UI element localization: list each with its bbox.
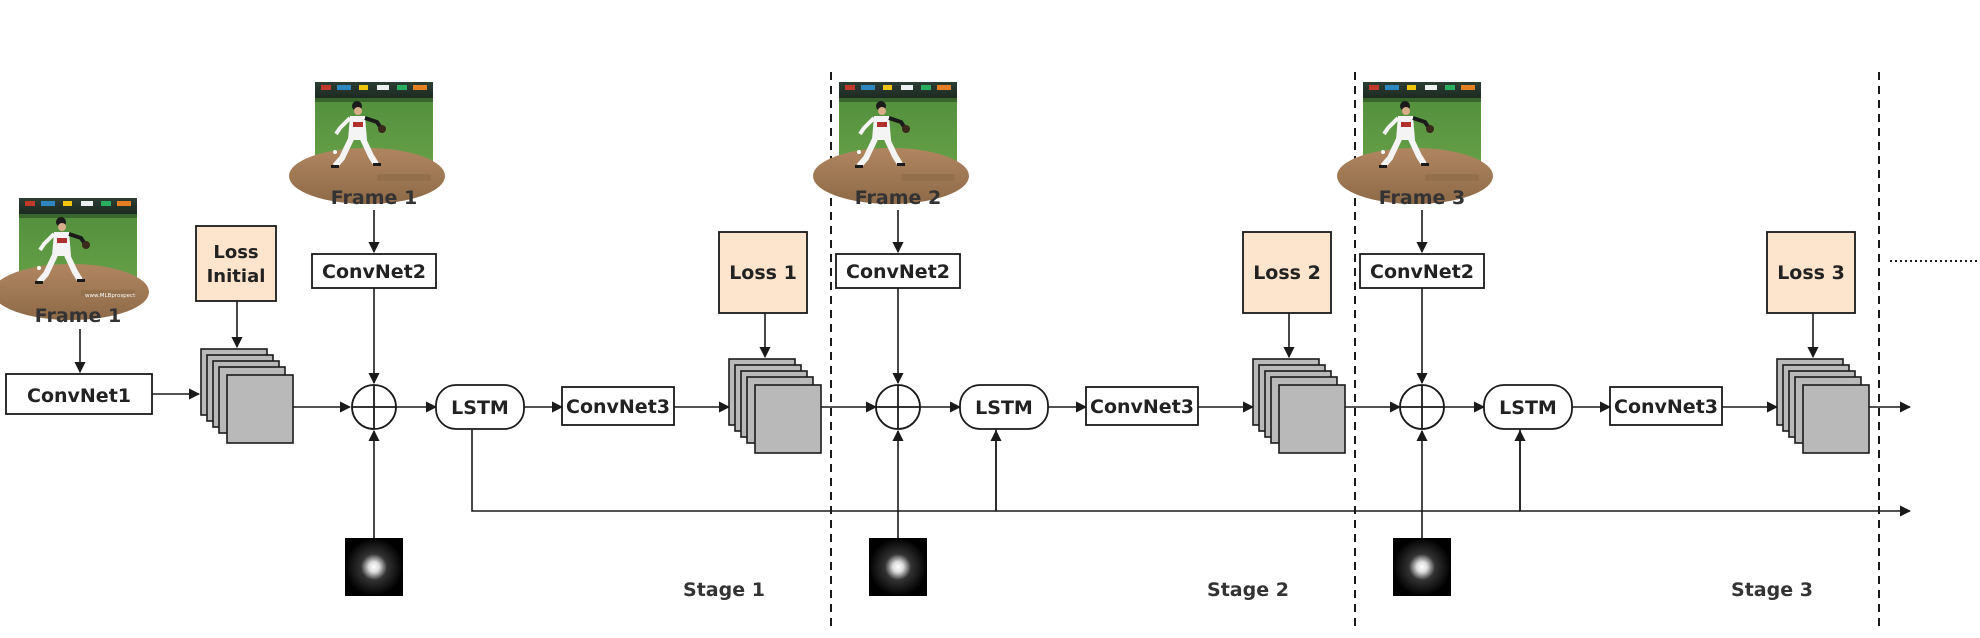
stage-label: Stage 2 — [1207, 579, 1289, 601]
loss-box — [718, 231, 808, 314]
frame-label: Frame 1 — [35, 305, 121, 327]
stage-label: Stage 1 — [683, 579, 765, 601]
convnet2-label: ConvNet2 — [846, 261, 950, 283]
sum-node-icon — [351, 384, 397, 430]
loss-label: Loss 1 — [729, 262, 797, 284]
lstm-label: LSTM — [975, 397, 1033, 419]
lstm-memory-line — [995, 429, 1520, 512]
frame-label: Frame 2 — [855, 187, 941, 209]
lstm-memory-line — [471, 429, 996, 512]
photo-watermark: www.MLBprospect — [85, 293, 136, 299]
baseball-pitcher-photo — [289, 82, 445, 204]
lstm-label: LSTM — [451, 397, 509, 419]
frame-label: Frame 3 — [1379, 187, 1465, 209]
convnet3-label: ConvNet3 — [1090, 396, 1194, 418]
convnet2-label: ConvNet2 — [322, 261, 426, 283]
frame-label: Frame 1 — [331, 187, 417, 209]
baseball-pitcher-photo — [1337, 82, 1493, 204]
input-block: www.MLBprospect Frame 1 ConvNet1 Loss In… — [0, 198, 352, 444]
convnet3-box — [561, 386, 675, 426]
convnet3-box — [1085, 386, 1199, 426]
gaussian-heatmap-icon — [869, 538, 927, 596]
lstm-memory-line — [1519, 429, 1912, 517]
convnet2-box — [835, 253, 961, 289]
loss-box — [1242, 231, 1332, 314]
loss-box — [1766, 231, 1856, 314]
gaussian-heatmap-icon — [345, 538, 403, 596]
loss-initial-label-2: Initial — [207, 266, 266, 287]
convnet3-label: ConvNet3 — [566, 396, 670, 418]
sum-node-icon — [1399, 384, 1445, 430]
loss-label: Loss 2 — [1253, 262, 1321, 284]
baseball-pitcher-photo — [0, 198, 149, 320]
convnet2-box — [311, 253, 437, 289]
stage-label: Stage 3 — [1731, 579, 1813, 601]
feature-map-stack-icon — [1252, 358, 1346, 454]
gaussian-heatmap-icon — [1393, 538, 1451, 596]
sum-node-icon — [875, 384, 921, 430]
loss-label: Loss 3 — [1777, 262, 1845, 284]
loss-initial-box — [195, 225, 277, 302]
loss-initial-label-1: Loss — [213, 242, 258, 263]
convnet3-box — [1609, 386, 1723, 426]
feature-map-stack-icon — [200, 348, 294, 444]
feature-map-stack-icon — [1776, 358, 1870, 454]
feature-map-stack-icon — [728, 358, 822, 454]
convnet1-label: ConvNet1 — [27, 385, 131, 407]
convnet2-label: ConvNet2 — [1370, 261, 1474, 283]
baseball-pitcher-photo — [813, 82, 969, 204]
convnet3-label: ConvNet3 — [1614, 396, 1718, 418]
lstm-label: LSTM — [1499, 397, 1557, 419]
